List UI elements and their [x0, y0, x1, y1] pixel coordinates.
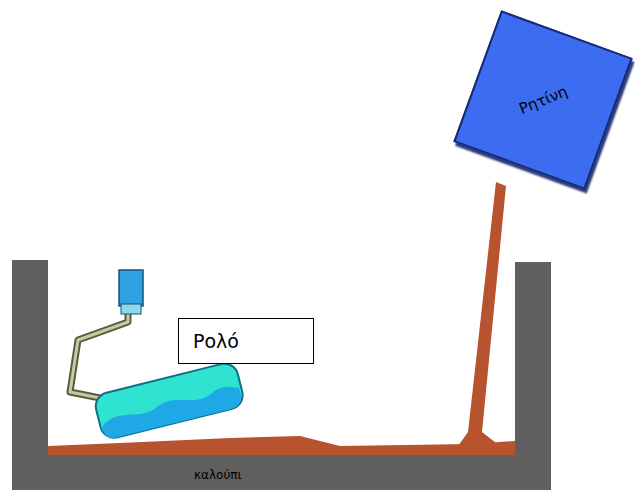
roller-cylinder — [93, 361, 246, 441]
roller-grip — [119, 270, 143, 306]
node-text: Ρολό — [193, 330, 239, 352]
roller-frame — [70, 312, 128, 398]
roller-grip — [121, 304, 141, 314]
roller-label-box: Ρολό — [178, 318, 314, 364]
resin-stream — [458, 182, 506, 446]
roller-frame — [70, 312, 128, 398]
node-text: Ρητίνη — [516, 82, 570, 118]
resin-layer — [48, 436, 515, 455]
mold-label: καλούπι — [194, 468, 242, 482]
mold-base — [12, 455, 551, 490]
resin-container: Ρητίνη — [453, 10, 632, 189]
